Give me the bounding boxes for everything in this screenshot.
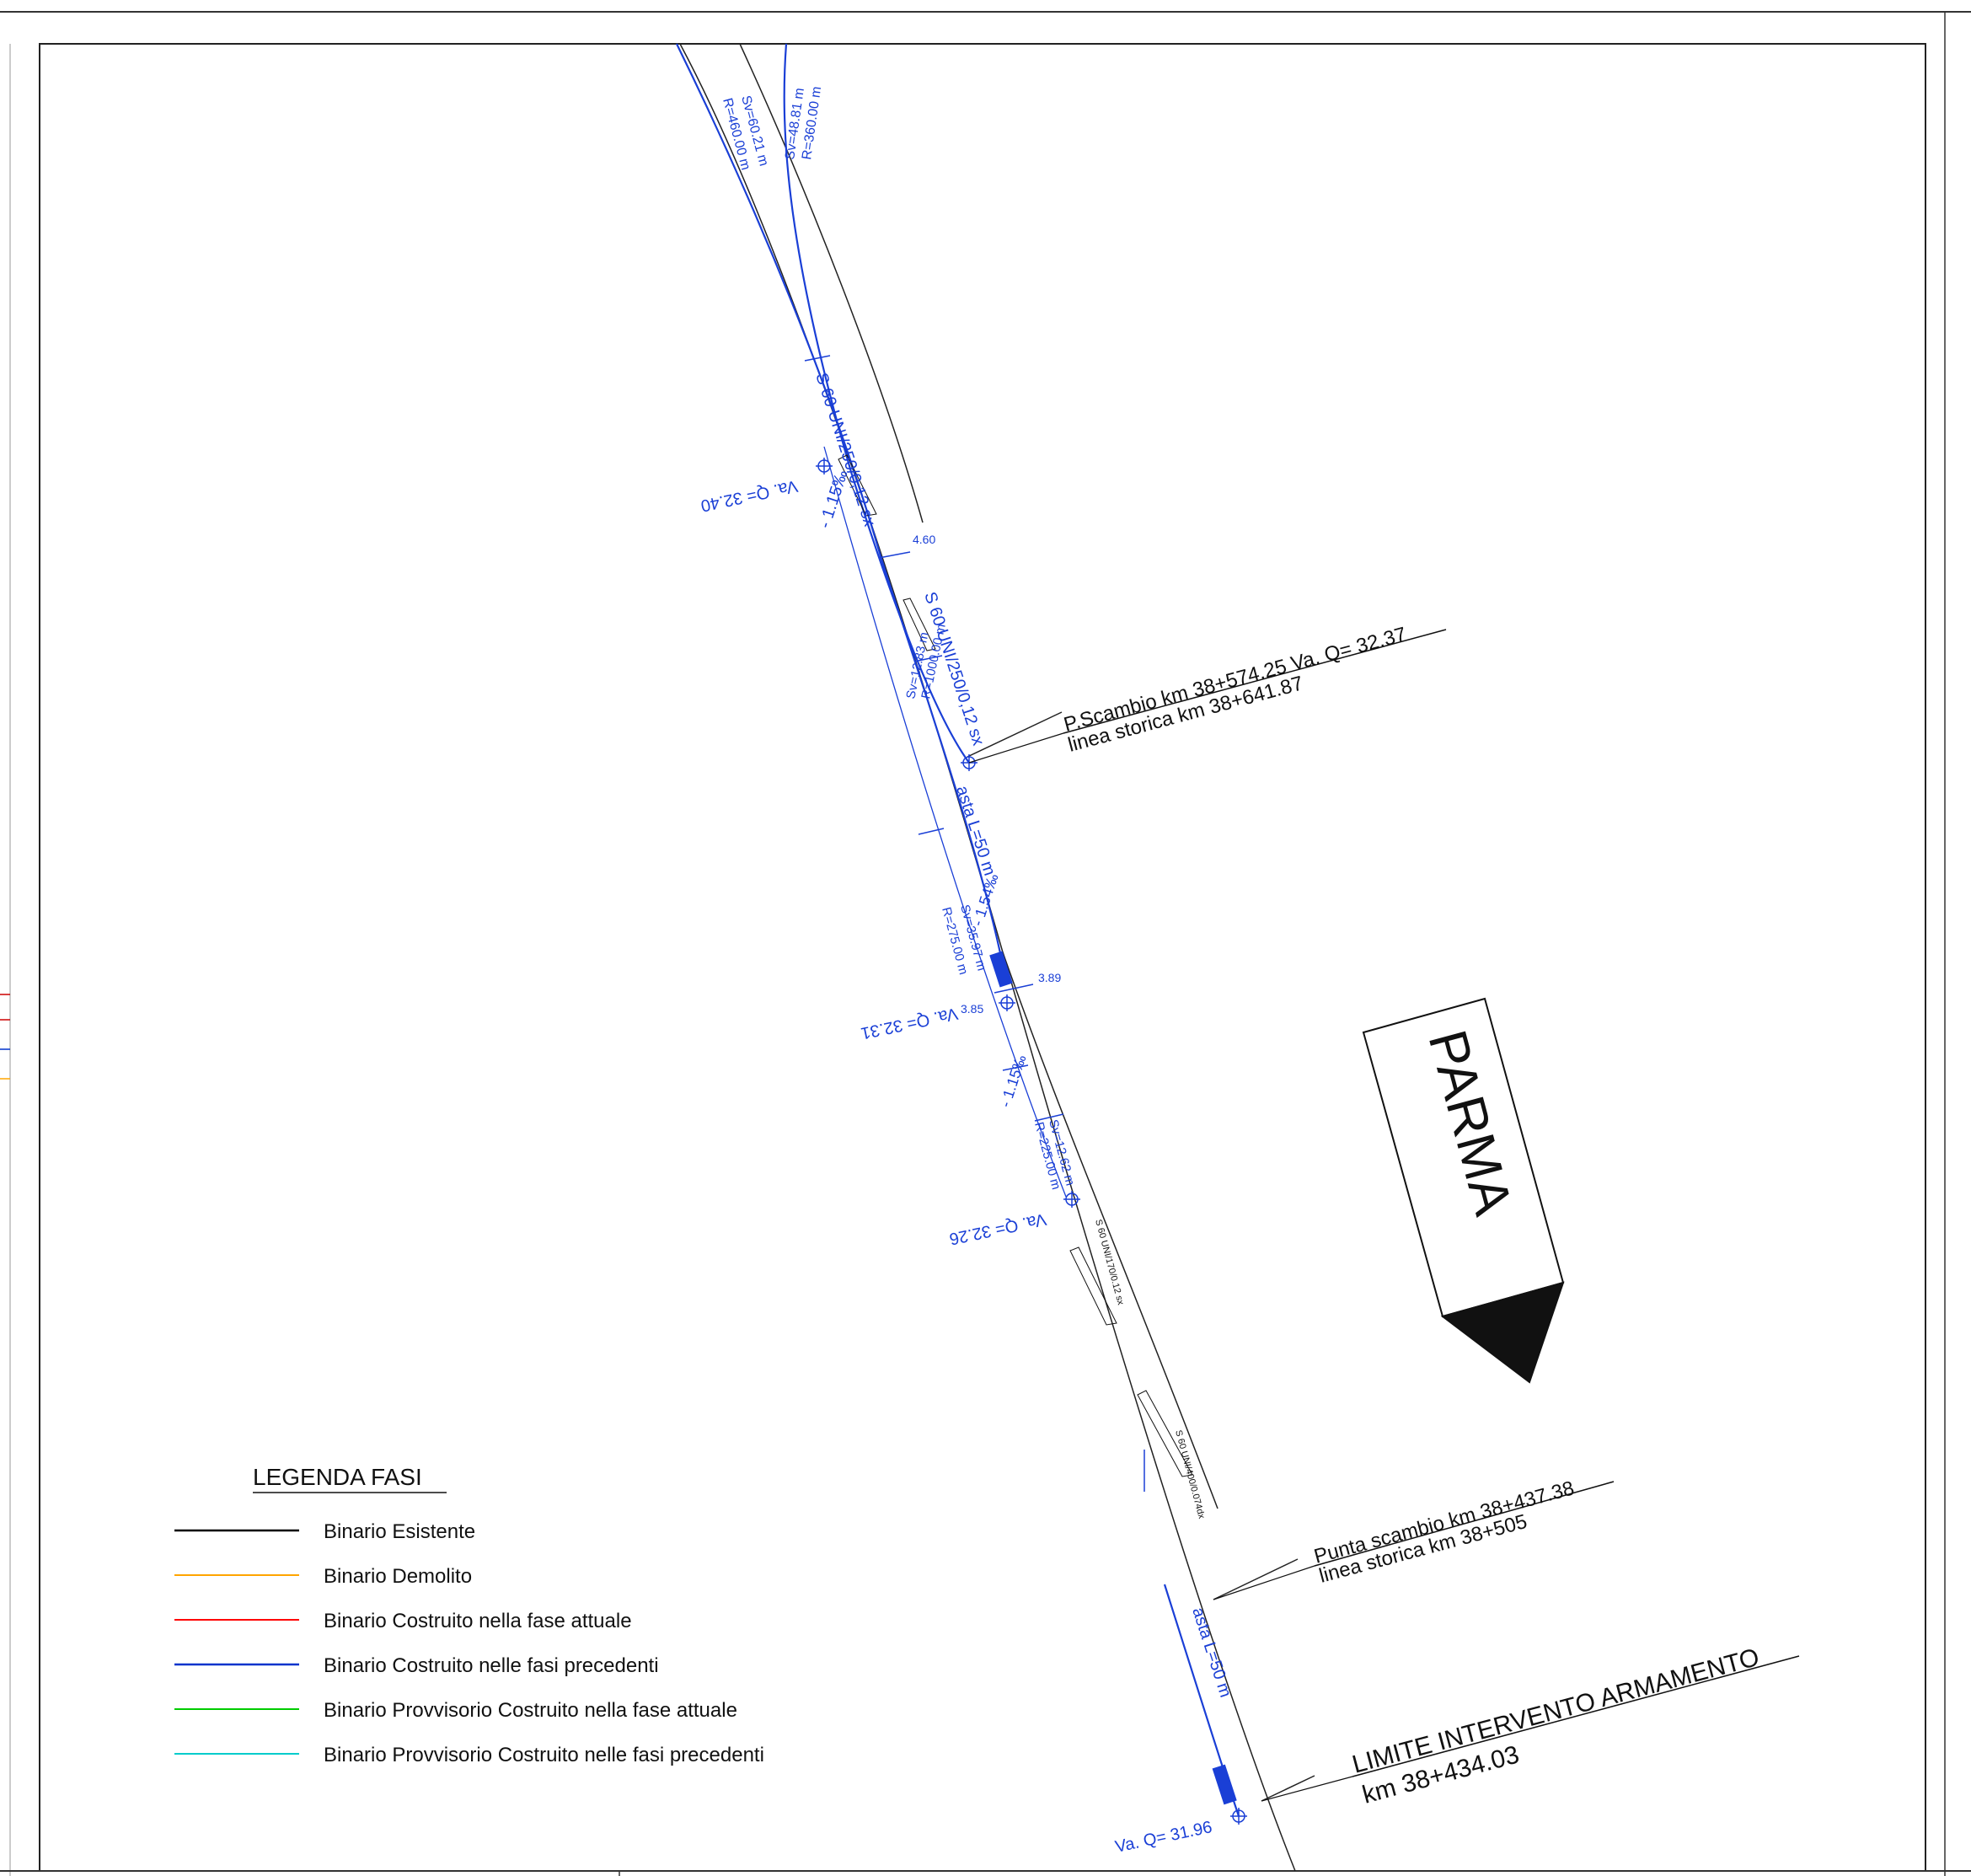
legend-item: Binario Costruito nella fase attuale <box>174 1610 632 1632</box>
legend-label: Binario Esistente <box>324 1520 475 1543</box>
buffer-stops <box>989 951 1237 1805</box>
level-marker-3 <box>999 994 1015 1011</box>
annotation-dim3: 3.85 <box>961 1002 983 1016</box>
annotation-level3: Va. Q= 32.26 <box>948 1209 1048 1248</box>
level-marker-4 <box>1063 1191 1080 1208</box>
legend-label: Binario Provvisorio Costruito nelle fasi… <box>324 1744 764 1766</box>
legend-item: Binario Demolito <box>174 1565 472 1588</box>
legend-label: Binario Provvisorio Costruito nella fase… <box>324 1699 737 1722</box>
callout-pscambio-1: P.Scambio km 38+574.25 Va. Q= 32.37 <box>1062 623 1409 737</box>
legend-label: Binario Demolito <box>324 1565 472 1588</box>
level-marker-5 <box>1230 1808 1247 1825</box>
buffer-stop-1 <box>989 951 1013 988</box>
annotation-asta2: asta L=50 m <box>1188 1605 1235 1700</box>
tick-marks <box>804 355 1145 1492</box>
legend-title: LEGENDA FASI <box>253 1464 422 1490</box>
legend-item: Binario Provvisorio Costruito nella fase… <box>174 1699 737 1722</box>
blue-tracks <box>676 43 1240 1817</box>
existing-track-secondary <box>739 43 924 523</box>
annotation-slope1: - 1.15‰ <box>816 468 852 530</box>
legend-item: Binario Provvisorio Costruito nelle fasi… <box>174 1744 764 1766</box>
legend-item: Binario Esistente <box>174 1520 475 1543</box>
existing-track-main <box>679 43 1296 1872</box>
callout-limite-1: LIMITE INTERVENTO ARMAMENTO <box>1349 1643 1762 1779</box>
blue-thin-diversion <box>823 446 1067 1198</box>
buffer-stop-2 <box>1212 1764 1237 1805</box>
annotation-asta1: asta L=50 m <box>952 784 999 878</box>
level-markers <box>816 458 1247 1825</box>
drawing-frame <box>0 11 1971 1876</box>
direction-arrow-head <box>1440 1281 1565 1384</box>
direction-arrow: PARMA <box>1362 997 1565 1384</box>
legend: LEGENDA FASI Binario Esistente Binario D… <box>174 1464 764 1766</box>
annotation-turnout4: S 60 UNI/400/0.074dx <box>1173 1429 1207 1520</box>
existing-track-branch <box>1002 951 1218 1509</box>
legend-label: Binario Costruito nella fase attuale <box>324 1610 632 1632</box>
track-annotations: Sv=60.21 m R=460.00 m Sv=48.81 m R=360.0… <box>699 85 1235 1856</box>
blue-track-left <box>676 43 1004 966</box>
callouts: P.Scambio km 38+574.25 Va. Q= 32.37 line… <box>968 623 1800 1809</box>
annotation-level2: Va. Q= 32.31 <box>860 1004 960 1043</box>
annotation-dim2: 3.89 <box>1038 971 1061 984</box>
level-marker-1 <box>816 458 833 474</box>
annotation-level1: Va. Q= 32.40 <box>699 476 800 515</box>
annotation-level4: Va. Q= 31.96 <box>1113 1818 1213 1857</box>
annotation-slope3: - 1.15‰ <box>997 1053 1030 1109</box>
blue-track-right <box>783 43 970 764</box>
legend-label: Binario Costruito nelle fasi precedenti <box>324 1654 659 1677</box>
annotation-dim1: 4.60 <box>913 533 935 546</box>
turnout-hatches <box>838 454 1193 1477</box>
legend-item: Binario Costruito nelle fasi precedenti <box>174 1654 659 1677</box>
